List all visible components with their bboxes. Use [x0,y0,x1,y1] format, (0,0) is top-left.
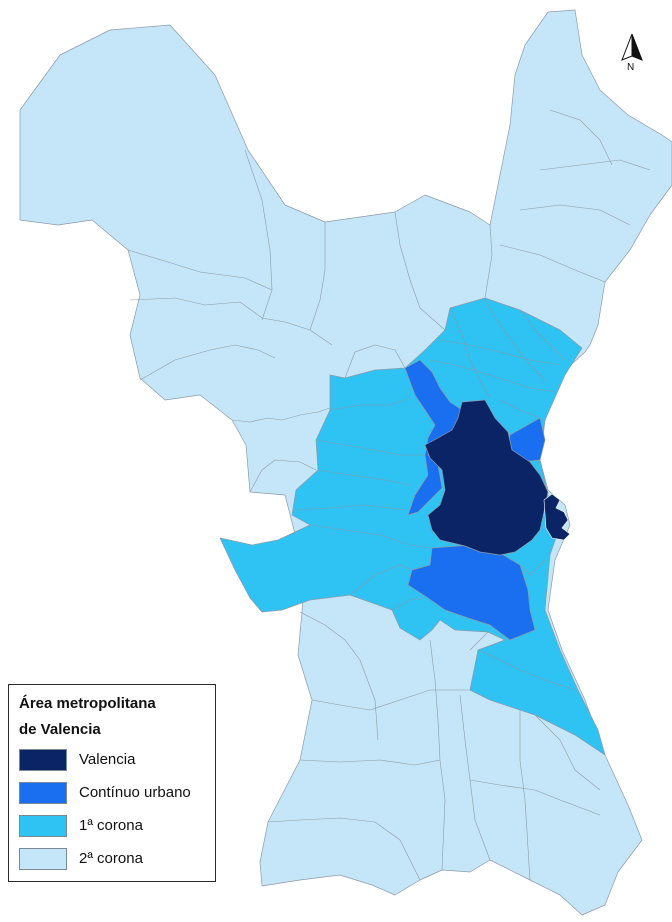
legend-label: 2ª corona [79,850,143,867]
legend-item-1a-corona: 1ª corona [19,809,205,842]
legend-title-line2: de Valencia [19,721,101,738]
north-arrow-icon [621,33,643,61]
legend-item-valencia: Valencia [19,743,205,776]
legend-swatch [19,814,67,837]
legend-swatch [19,847,67,870]
legend-label: Contínuo urbano [79,784,191,801]
legend-title-line1: Área metropolitana [19,695,156,712]
legend-label: 1ª corona [79,817,143,834]
legend-swatch [19,781,67,804]
legend-item-continuo-urbano: Contínuo urbano [19,776,205,809]
map-legend: Área metropolitana de Valencia Valencia … [8,684,216,882]
legend-swatch [19,748,67,771]
region-valencia[interactable] [424,399,549,556]
port-piers [543,493,571,541]
legend-label: Valencia [79,751,136,768]
legend-item-2a-corona: 2ª corona [19,842,205,875]
north-label: N [627,62,635,73]
municipal-boundaries [127,109,651,881]
